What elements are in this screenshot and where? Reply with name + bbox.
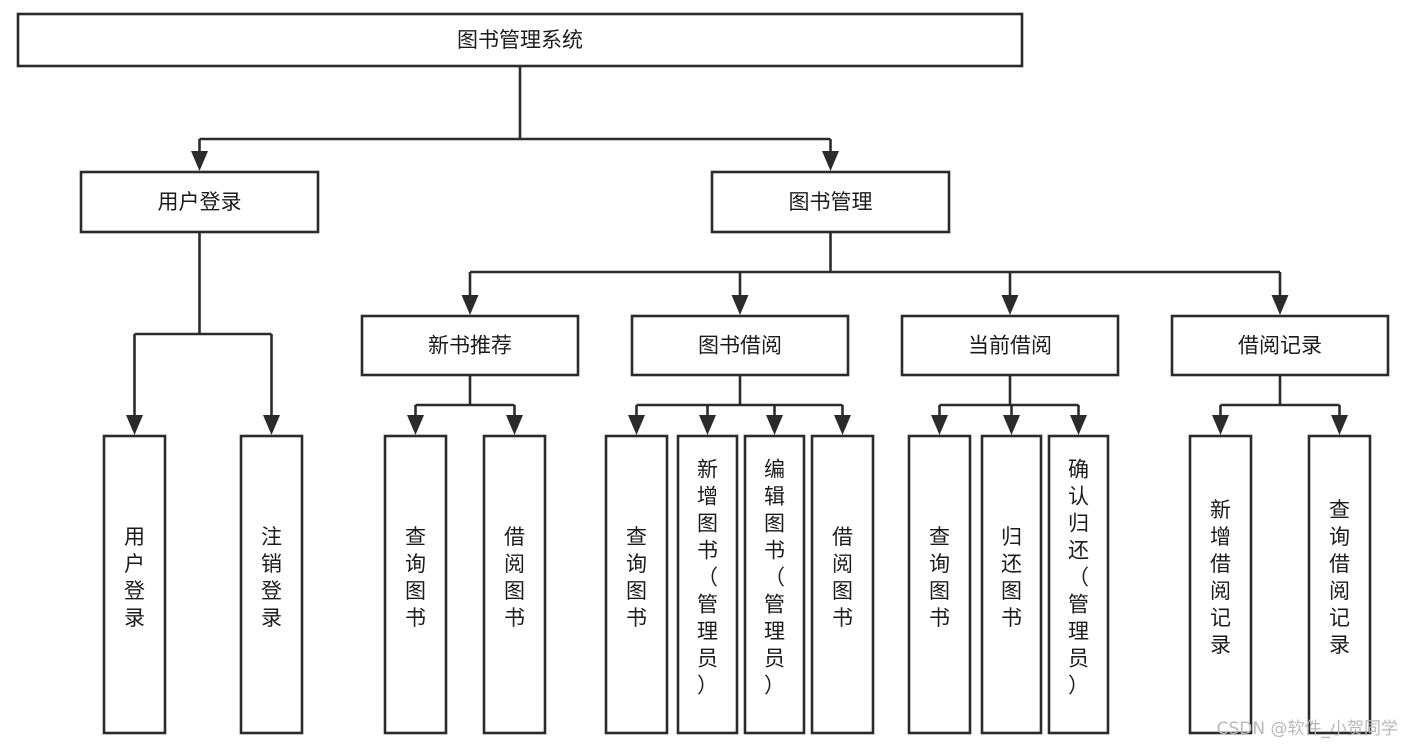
- borrow-record-to-leaves-arrow-0: [1212, 415, 1229, 435]
- book-management-to-level2-arrow-0: [461, 295, 479, 315]
- node-root-box[interactable]: [16, 12, 1024, 68]
- node-leaf-borrow-book-2-label: 借阅图书: [832, 525, 853, 630]
- current-borrow-to-leaves-arrow-0: [931, 415, 948, 435]
- node-leaf-return-book-label: 归还图书: [1001, 525, 1022, 630]
- current-borrow-to-leaves-arrow-2: [1070, 415, 1087, 435]
- node-leaf-query-record-box[interactable]: [1307, 434, 1372, 735]
- node-root-label: 图书管理系统: [457, 28, 583, 52]
- node-leaf-edit-book-label: 编辑图书（管理员）: [764, 458, 785, 698]
- node-leaf-add-book-label: 新增图书（管理员）: [697, 458, 718, 698]
- node-leaf-confirm-return-box[interactable]: [1047, 434, 1110, 735]
- root-to-level1-arrow-1: [822, 151, 839, 171]
- node-leaf-query-book-3-box[interactable]: [907, 434, 972, 735]
- node-leaf-user-login-label: 用户登录: [124, 525, 145, 630]
- book-management-to-level2-arrow-1: [731, 295, 749, 315]
- user-login-to-leaves-arrow-0: [126, 415, 143, 435]
- node-leaf-add-book-box[interactable]: [676, 434, 739, 735]
- node-leaf-add-record-box[interactable]: [1188, 434, 1253, 735]
- node-leaf-query-book-2-box[interactable]: [604, 434, 669, 735]
- node-leaf-query-book-1-label: 查询图书: [405, 525, 426, 630]
- book-borrow-to-leaves-arrow-1: [699, 415, 716, 435]
- book-management-to-level2-arrow-3: [1271, 295, 1289, 315]
- borrow-record-to-leaves-arrow-1: [1331, 415, 1348, 435]
- node-leaf-borrow-book-1-box[interactable]: [482, 434, 547, 735]
- node-new-book-recommend-box[interactable]: [360, 314, 580, 377]
- node-book-borrow-label: 图书借阅: [698, 334, 782, 358]
- node-layer: 图书管理系统用户登录图书管理新书推荐图书借阅当前借阅借阅记录用户登录注销登录查询…: [16, 12, 1390, 735]
- node-leaf-add-record-label: 新增借阅记录: [1210, 498, 1231, 657]
- node-user-login-box[interactable]: [79, 170, 320, 234]
- node-user-login-label: 用户登录: [158, 190, 242, 214]
- book-borrow-to-leaves-arrow-0: [628, 415, 645, 435]
- user-login-to-leaves-arrow-1: [263, 415, 280, 435]
- node-book-management-label: 图书管理: [789, 190, 873, 214]
- node-leaf-edit-book-box[interactable]: [743, 434, 806, 735]
- node-current-borrow-label: 当前借阅: [968, 334, 1052, 358]
- new-book-recommend-to-leaves-arrow-1: [506, 415, 523, 435]
- node-leaf-query-book-3-label: 查询图书: [929, 525, 950, 630]
- node-leaf-borrow-book-1-label: 借阅图书: [504, 525, 525, 630]
- new-book-recommend-to-leaves-arrow-0: [407, 415, 424, 435]
- node-book-borrow-box[interactable]: [630, 314, 850, 377]
- node-leaf-return-book-box[interactable]: [980, 434, 1043, 735]
- book-borrow-to-leaves-arrow-2: [766, 415, 783, 435]
- node-leaf-borrow-book-2-box[interactable]: [810, 434, 875, 735]
- root-to-level1-arrow-0: [191, 151, 208, 171]
- node-leaf-query-book-1-box[interactable]: [383, 434, 448, 735]
- book-management-to-level2-arrow-2: [1001, 295, 1019, 315]
- current-borrow-to-leaves-arrow-1: [1003, 415, 1020, 435]
- node-leaf-user-login-box[interactable]: [102, 434, 167, 735]
- node-leaf-logout-login-label: 注销登录: [261, 525, 282, 630]
- node-leaf-query-book-2-label: 查询图书: [626, 525, 647, 630]
- book-borrow-to-leaves-arrow-3: [834, 415, 851, 435]
- node-leaf-confirm-return-label: 确认归还（管理员）: [1068, 458, 1089, 698]
- node-leaf-query-record-label: 查询借阅记录: [1329, 498, 1350, 657]
- node-leaf-logout-login-box[interactable]: [239, 434, 304, 735]
- csdn-watermark: CSDN @软件_小贺同学: [1217, 719, 1398, 739]
- node-new-book-recommend-label: 新书推荐: [428, 334, 512, 358]
- connector-layer: [126, 66, 1348, 435]
- node-current-borrow-box[interactable]: [900, 314, 1120, 377]
- node-borrow-record-label: 借阅记录: [1238, 334, 1322, 358]
- node-book-management-box[interactable]: [710, 170, 951, 234]
- node-borrow-record-box[interactable]: [1170, 314, 1390, 377]
